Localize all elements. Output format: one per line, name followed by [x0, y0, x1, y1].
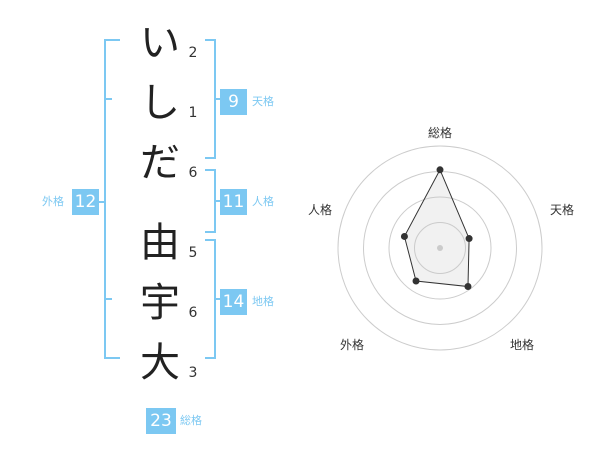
- radar-center: [437, 245, 443, 251]
- radar-point-4: [412, 277, 420, 285]
- axis-label-tenkaku: 天格: [550, 203, 575, 217]
- stroke-count-6: 3: [188, 365, 198, 381]
- axis-label-jinkaku: 人格: [308, 203, 333, 217]
- gaikaku-badge: 12: [72, 189, 99, 215]
- name-char-6: 大: [140, 340, 180, 386]
- name-char-2: し: [140, 80, 180, 126]
- stroke-count-5: 6: [188, 305, 198, 321]
- radar-point-3: [464, 283, 472, 291]
- jinkaku-label: 人格: [252, 195, 274, 208]
- radar-point-5: [400, 232, 408, 240]
- name-char-1: い: [140, 20, 180, 66]
- soukaku-badge: 23: [146, 408, 176, 434]
- tenkaku-label: 天格: [252, 95, 274, 108]
- jinkaku-badge: 11: [220, 189, 247, 215]
- radar-ring: [388, 196, 492, 300]
- radar-series-area: [403, 168, 470, 288]
- radar-point-2: [465, 235, 473, 243]
- gaikaku-label: 外格: [42, 195, 64, 208]
- axis-label-soukaku: 総格: [428, 126, 453, 140]
- stroke-count-2: 1: [188, 105, 198, 121]
- soukaku-label: 総格: [180, 414, 202, 427]
- axis-label-chikaku: 地格: [510, 338, 535, 352]
- radar-ring: [414, 222, 466, 274]
- radar-point-1: [436, 166, 444, 174]
- chikaku-label: 地格: [252, 295, 274, 308]
- tenkaku-badge: 9: [220, 89, 247, 115]
- axis-label-gaikaku: 外格: [340, 338, 365, 352]
- name-char-4: 由: [140, 220, 180, 266]
- stroke-count-1: 2: [188, 45, 198, 61]
- chikaku-badge: 14: [220, 289, 247, 315]
- name-char-5: 宇: [140, 280, 180, 326]
- name-char-3: だ: [140, 140, 180, 186]
- stroke-count-4: 5: [188, 245, 198, 261]
- radar-ring: [337, 145, 543, 351]
- stroke-count-3: 6: [188, 165, 198, 181]
